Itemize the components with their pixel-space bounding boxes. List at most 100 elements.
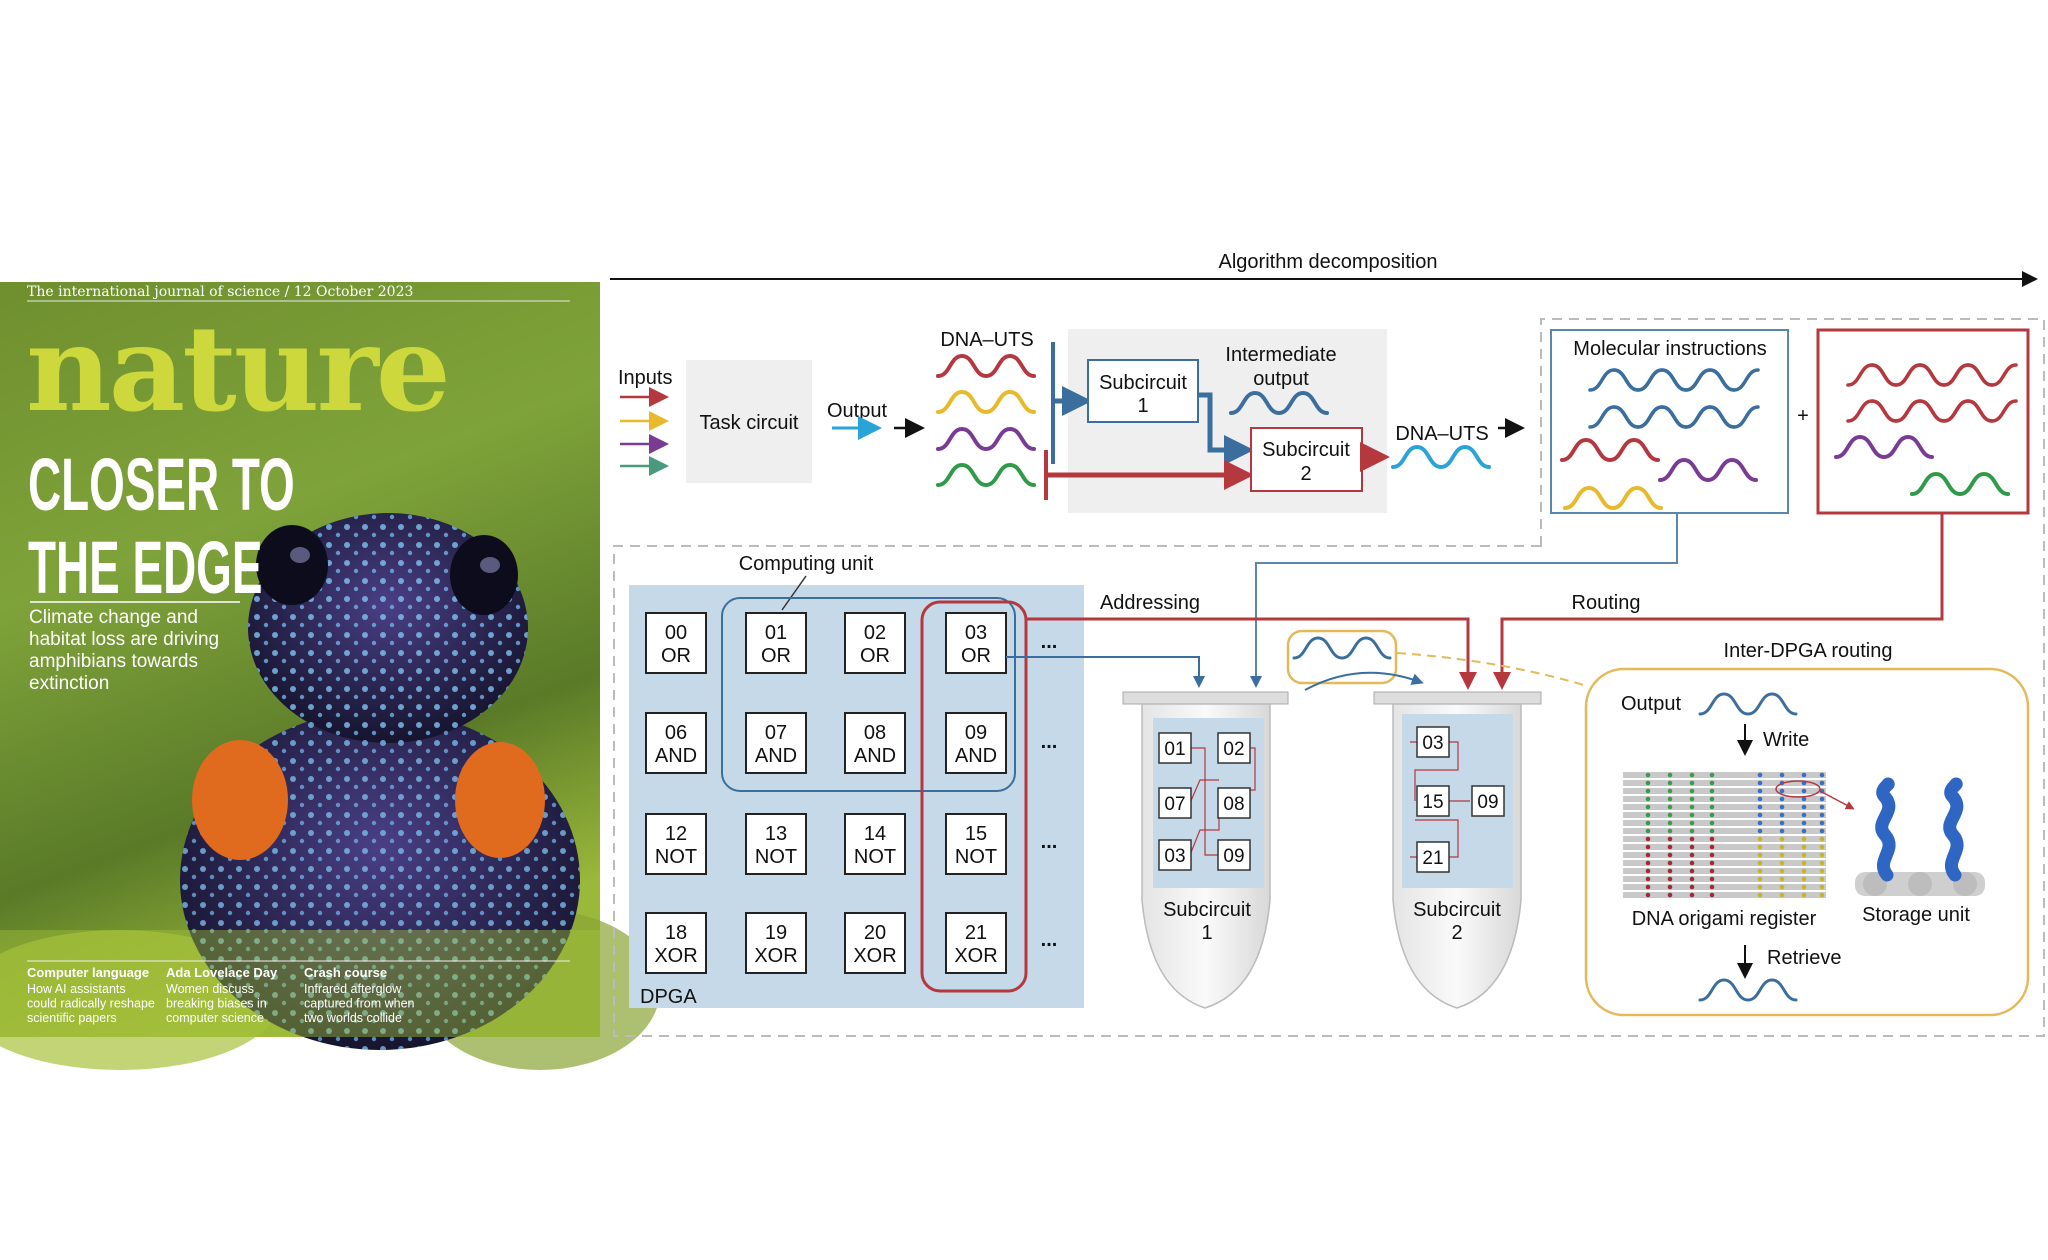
gate-type: AND (755, 745, 797, 767)
origami-marker (1709, 820, 1715, 826)
origami-helix (1623, 892, 1826, 898)
origami-marker (1667, 860, 1673, 866)
origami-helix (1623, 772, 1826, 778)
cover-story-line: breaking biases in (166, 997, 267, 1011)
gate-id: 03 (965, 622, 987, 644)
dna-strand-yellow (936, 390, 1036, 414)
gate-type: AND (854, 745, 896, 767)
origami-marker (1801, 860, 1807, 866)
origami-marker (1709, 884, 1715, 890)
inputs-label: Inputs (618, 367, 672, 389)
storage-unit-image (1855, 777, 1985, 896)
origami-helix (1623, 852, 1826, 858)
origami-marker (1667, 788, 1673, 794)
cover-story-line: scientific papers (27, 1011, 117, 1025)
gate-box (645, 712, 707, 774)
gate-id: 20 (864, 922, 886, 944)
origami-marker (1801, 868, 1807, 874)
origami-marker (1689, 780, 1695, 786)
origami-marker (1819, 828, 1825, 834)
origami-marker (1779, 868, 1785, 874)
cover-masthead: The international journal of science / 1… (27, 284, 413, 300)
inter-dpga-link (1396, 652, 1588, 687)
origami-marker (1667, 844, 1673, 850)
origami-marker (1645, 796, 1651, 802)
gate-type: OR (661, 645, 691, 667)
more-gates-ellipsis: ... (1041, 929, 1058, 951)
addressing-line (1250, 513, 1678, 688)
origami-marker (1779, 844, 1785, 850)
origami-marker (1757, 788, 1763, 794)
gate-type: XOR (754, 945, 797, 967)
algorithm-decomposition-label: Algorithm decomposition (1219, 251, 1438, 273)
origami-marker (1819, 860, 1825, 866)
intermediate-output-label: Intermediate (1225, 344, 1336, 366)
retrieve-label: Retrieve (1767, 947, 1841, 969)
origami-marker (1709, 852, 1715, 858)
origami-helix (1623, 828, 1826, 834)
origami-marker (1779, 828, 1785, 834)
gate-box (645, 813, 707, 875)
cover-story-line: two worlds collide (304, 1011, 402, 1025)
more-gates-ellipsis: ... (1041, 631, 1058, 653)
origami-marker (1689, 852, 1695, 858)
origami-marker (1819, 796, 1825, 802)
origami-marker (1757, 876, 1763, 882)
origami-marker (1709, 788, 1715, 794)
gate-box (844, 712, 906, 774)
cover-headline-line: THE EDGE (28, 527, 262, 610)
gate-id: 00 (665, 622, 687, 644)
gate-chip (1217, 787, 1251, 819)
gate-box (945, 813, 1007, 875)
origami-marker (1667, 836, 1673, 842)
origami-marker (1667, 804, 1673, 810)
addressing-label: Addressing (1100, 592, 1200, 614)
transfer-arrow (1304, 671, 1424, 691)
gate-chip (1158, 787, 1192, 819)
origami-marker (1709, 796, 1715, 802)
gate-type: NOT (655, 846, 697, 868)
subcircuit1-box (1087, 359, 1199, 423)
origami-marker (1645, 812, 1651, 818)
origami-marker (1667, 852, 1673, 858)
origami-marker (1709, 844, 1715, 850)
nature-logo: nature (26, 299, 448, 438)
gate-box (745, 813, 807, 875)
selected-column-outline (920, 600, 1028, 993)
cover-story-line: Women discuss (166, 982, 254, 996)
origami-helix (1623, 788, 1826, 794)
origami-marker (1801, 852, 1807, 858)
origami-marker (1645, 892, 1651, 898)
origami-marker (1689, 812, 1695, 818)
molecular-instructions-label: Molecular instructions (1573, 338, 1766, 360)
origami-marker (1757, 836, 1763, 842)
origami-marker (1689, 884, 1695, 890)
origami-marker (1801, 844, 1807, 850)
gate-id: 21 (965, 922, 987, 944)
subcircuit2-label: Subcircuit (1262, 439, 1350, 461)
gate-box (645, 912, 707, 974)
register-label: DNA origami register (1632, 908, 1817, 930)
origami-marker (1667, 884, 1673, 890)
origami-marker (1779, 852, 1785, 858)
origami-helix (1623, 868, 1826, 874)
origami-helix (1623, 876, 1826, 882)
dna-uts-out-strand (1391, 445, 1491, 469)
origami-marker (1819, 844, 1825, 850)
gate-type: NOT (955, 846, 997, 868)
origami-marker (1757, 780, 1763, 786)
cover-story-line: Infrared afterglow (304, 982, 402, 996)
origami-marker (1819, 852, 1825, 858)
origami-marker (1645, 836, 1651, 842)
cover-story-title: Crash course (304, 965, 387, 980)
origami-marker (1801, 884, 1807, 890)
origami-marker (1779, 836, 1785, 842)
